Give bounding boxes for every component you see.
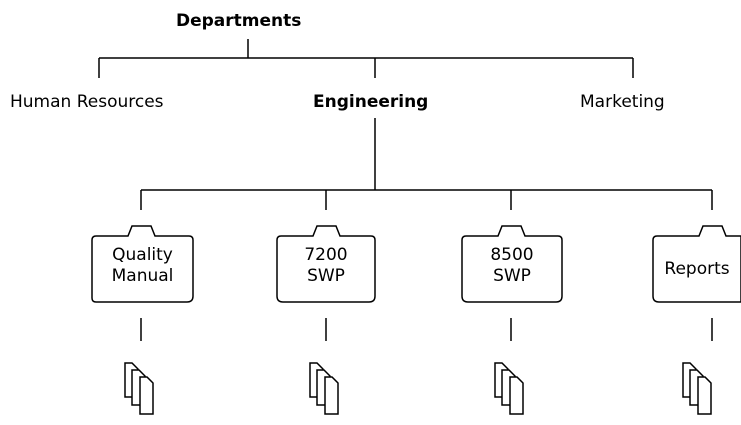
folder-label-7200-swp: 7200 SWP [277,245,375,287]
root-label: Departments [176,11,302,31]
document-stack-icon [494,362,524,415]
department-engineering: Engineering [313,92,429,112]
folder-label-line: Quality [112,245,173,265]
folder-label-line: 8500 [490,245,534,265]
folder-label-line: SWP [493,266,531,286]
folder-label-line: Reports [664,259,730,279]
folder-label-quality-manual: Quality Manual [92,245,193,287]
folder-label-reports: Reports [653,259,741,280]
folder-icon [91,225,194,303]
department-human-resources: Human Resources [10,92,164,112]
folder-icon [652,225,741,303]
department-marketing: Marketing [580,92,665,112]
folder-icon [461,225,563,303]
document-stack-icon [682,362,712,415]
folder-icon [276,225,376,303]
document-stack-icon [124,362,154,415]
folder-label-8500-swp: 8500 SWP [462,245,562,287]
folder-label-line: SWP [307,266,345,286]
folder-label-line: 7200 [304,245,348,265]
document-stack-icon [309,362,339,415]
folder-label-line: Manual [111,266,174,286]
